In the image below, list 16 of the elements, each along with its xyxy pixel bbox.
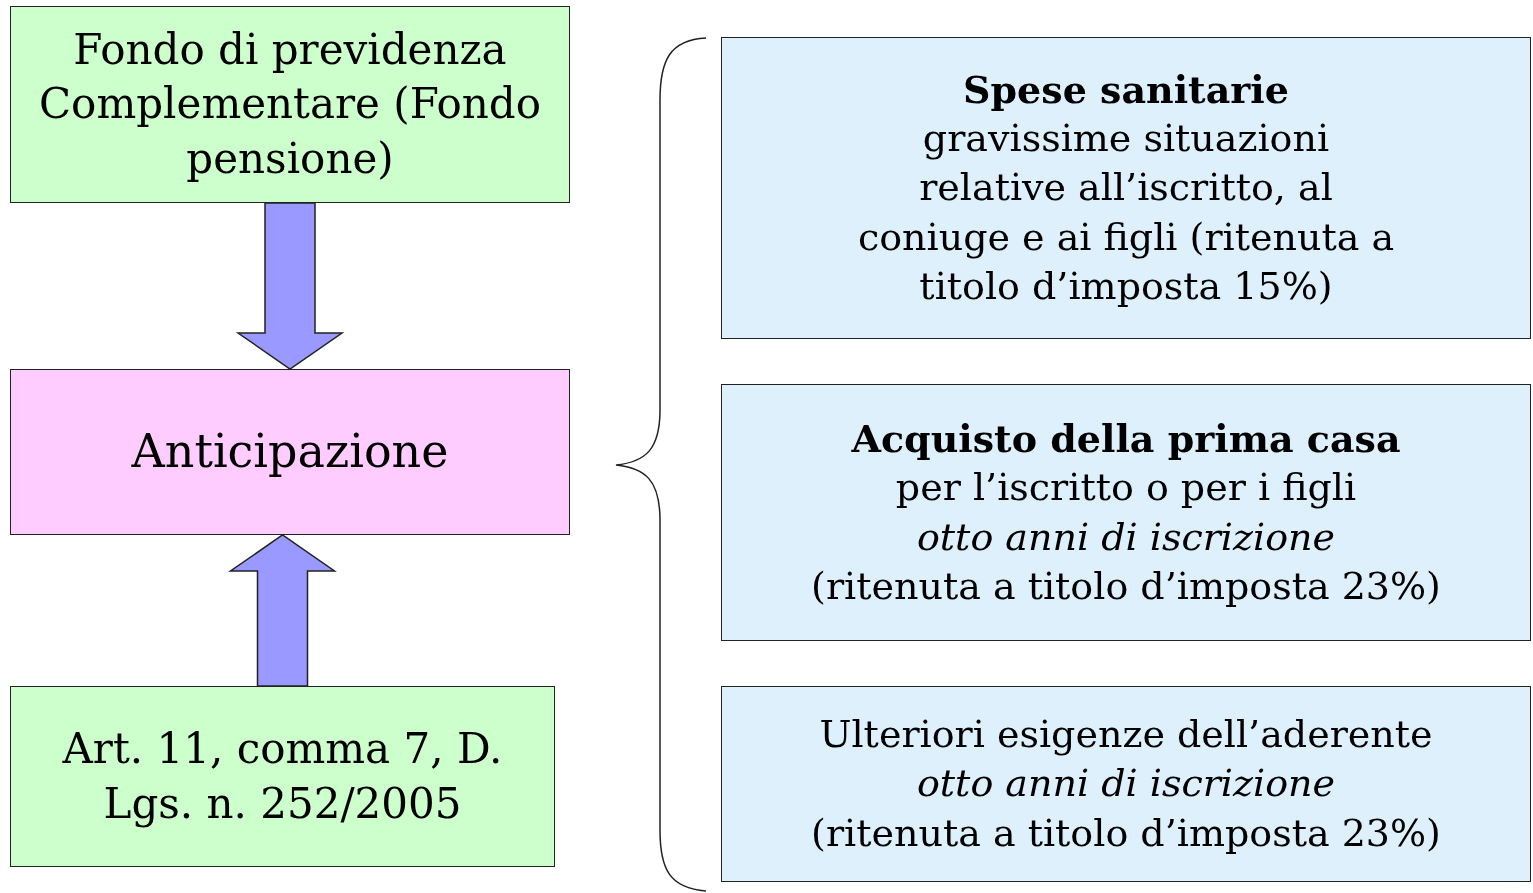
box-text: Fondo di previdenza Complementare (Fondo pensione) (37, 23, 543, 185)
box-heading: Spese sanitarie (963, 65, 1289, 114)
text-box (721, 37, 1531, 339)
text-box (10, 369, 570, 535)
text-box (721, 384, 1531, 641)
box-heading: Acquisto della prima casa (851, 414, 1401, 463)
box-text: gravissime situazioni relative all’iscritto, al coniuge e ai figli (ritenuta a titolo d’imposta 15%) (856, 114, 1396, 311)
box-text: Ulteriori esigenze dell’aderente otto anni di iscrizione (ritenuta a titolo d’imposta 23%) (811, 710, 1441, 857)
box-text: per l’iscritto o per i figli otto anni di iscrizione (ritenuta a titolo d’imposta 23%) (811, 464, 1441, 610)
box-text: Anticipazione (131, 423, 449, 481)
block-arrow (235, 202, 345, 370)
block-arrow (228, 534, 337, 687)
text-box (721, 686, 1531, 882)
box-text: Art. 11, comma 7, D. Lgs. n. 252/2005 (61, 722, 504, 830)
text-box (10, 686, 555, 867)
text-box (10, 6, 570, 203)
